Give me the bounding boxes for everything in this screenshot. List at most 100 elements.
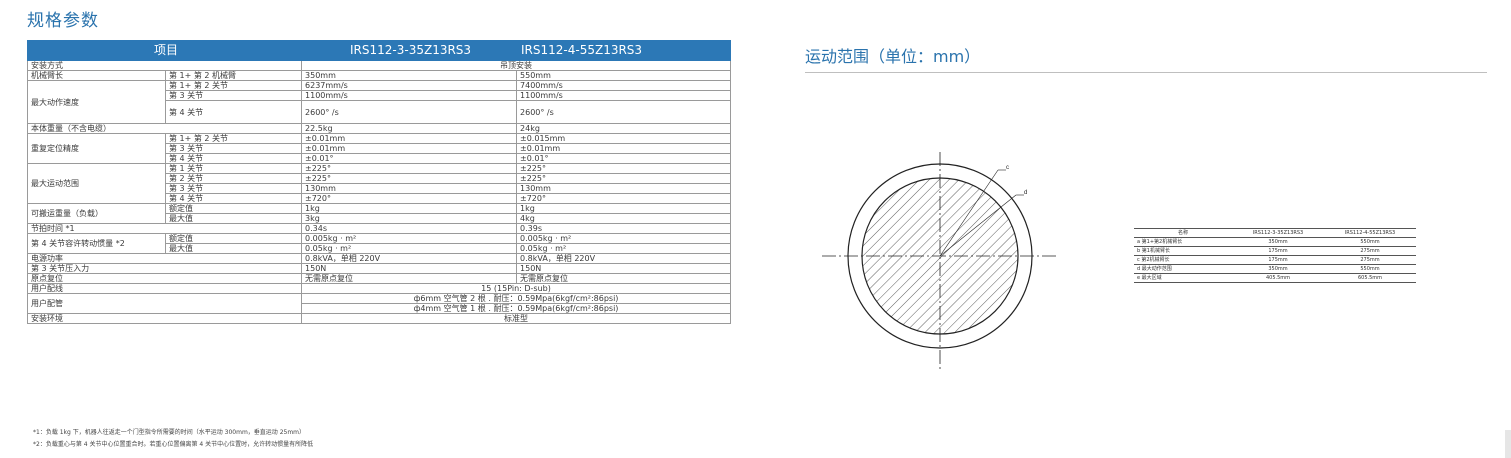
row-label: 电源功率 [26, 253, 303, 264]
cell-value: 22.5kg [301, 123, 518, 134]
cell-value: ±0.01mm [301, 143, 518, 154]
dimensions-table: 名称 IRS112-3-35Z13RS3 IRS112-4-55Z13RS3 a… [1134, 228, 1416, 283]
table-row: 第 4 关节 2600° /s 2600° /s [28, 100, 732, 124]
dims-cell: 350mm [1232, 237, 1324, 247]
cell-value: ±225° [301, 163, 518, 174]
cell-value: 350mm [301, 70, 518, 81]
cell-value: 130mm [301, 183, 518, 194]
table-row: 安装环境 标准型 [26, 313, 732, 324]
row-label: 第 3 关节压入力 [26, 263, 303, 274]
cell-value: 1100mm/s [516, 90, 732, 101]
table-row: 安装方式 吊顶安装 [26, 60, 732, 71]
cell-value: ±720° [301, 193, 518, 204]
dims-row: c 第2机械臂长 175mm 275mm [1134, 255, 1416, 265]
row-sublabel: 额定值 [164, 203, 303, 214]
table-row: 重复定位精度 第 1+ 第 2 关节 ±0.01mm ±0.015mm [27, 133, 732, 164]
cell-value: 0.05kg · m² [301, 243, 518, 254]
dims-cell: 175mm [1232, 246, 1324, 256]
cell-value: ±225° [516, 173, 732, 184]
row-label: 本体重量（不含电缆） [26, 123, 303, 134]
cell-value: 吊顶安装 [301, 60, 732, 71]
dims-cell: 605.5mm [1324, 273, 1416, 283]
header-model-a: IRS112-3-35Z13RS3 [301, 40, 518, 61]
cell-value: 6237mm/s [301, 80, 518, 91]
table-row: 用户配管 ф6mm 空气管 2 根 . 耐压：0.59Mpa(6kgf/cm²:… [26, 293, 732, 314]
table-row: 机械臂长 第 1+ 第 2 机械臂 350mm 550mm [27, 70, 732, 81]
dims-header-cell: IRS112-4-55Z13RS3 [1324, 228, 1416, 238]
row-label: 安装方式 [26, 60, 303, 71]
cell-value: ф6mm 空气管 2 根 . 耐压：0.59Mpa(6kgf/cm²:86psi… [301, 293, 732, 304]
dims-cell: 275mm [1324, 246, 1416, 256]
table-row: 第 3 关节压入力 150N 150N [26, 263, 732, 274]
cell-value: ±0.01mm [516, 143, 732, 154]
row-sublabel: 额定值 [164, 233, 303, 244]
cell-value: 0.005kg · m² [301, 233, 518, 244]
cell-value: 2600° /s [301, 100, 518, 124]
spec-header-row: 项目 IRS112-3-35Z13RS3 IRS112-4-55Z13RS3 [26, 40, 732, 61]
cell-value: 1100mm/s [301, 90, 518, 101]
dims-cell: d 最大动作范围 [1134, 264, 1232, 274]
cell-value: 130mm [516, 183, 732, 194]
dims-cell: 275mm [1324, 255, 1416, 265]
row-sublabel: 最大值 [164, 213, 303, 224]
cell-value: 2600° /s [516, 100, 732, 124]
table-row: 最大运动范围 第 1 关节 ±225° ±225° [27, 163, 732, 204]
cell-value: 550mm [516, 70, 732, 81]
cell-value: 0.005kg · m² [516, 233, 732, 244]
row-label: 第 4 关节容许转动惯量 *2 [27, 233, 166, 254]
leader-line-c [939, 169, 999, 257]
cell-value: 0.39s [516, 223, 732, 234]
row-sublabel: 第 1 关节 [164, 163, 303, 174]
row-sublabel: 第 1+ 第 2 关节 [164, 80, 303, 91]
page-title: 规格参数 [27, 11, 99, 31]
table-row: 节拍时间 *1 0.34s 0.39s [26, 223, 732, 234]
cell-value: 无需原点复位 [301, 273, 518, 284]
dims-cell: a 第1+第2机械臂长 [1134, 237, 1232, 247]
cell-value: 0.8kVA，单相 220V [301, 253, 518, 264]
row-label: 可搬运重量（负载） [27, 203, 166, 224]
row-sublabel: 第 1+ 第 2 关节 [164, 133, 303, 144]
scrollbar-tab[interactable] [1505, 430, 1511, 458]
row-label: 安装环境 [26, 313, 303, 324]
range-title: 运动范围（单位：mm） [805, 47, 981, 66]
cell-value: ±225° [516, 163, 732, 174]
cell-value: 7400mm/s [516, 80, 732, 91]
dims-row: a 第1+第2机械臂长 350mm 550mm [1134, 237, 1416, 247]
cell-value: ±0.01° [516, 153, 732, 164]
motion-range-diagram: c d [822, 152, 1058, 370]
spec-table: 项目 IRS112-3-35Z13RS3 IRS112-4-55Z13RS3 安… [26, 40, 732, 324]
dims-header-cell: IRS112-3-35Z13RS3 [1232, 228, 1324, 238]
row-label: 重复定位精度 [27, 133, 166, 164]
cell-value: 24kg [516, 123, 732, 134]
divider [805, 72, 1487, 73]
leader-line-d [939, 194, 1017, 257]
table-row: 原点复位 无需原点复位 无需原点复位 [26, 273, 732, 284]
dims-cell: e 最大区域 [1134, 273, 1232, 283]
dims-row: e 最大区域 405.5mm 605.5mm [1134, 273, 1416, 283]
label-c: c [1006, 165, 1009, 171]
footnote-2: *2：负载重心与第 4 关节中心位置重合时。若重心位置偏离第 4 关节中心位置时… [33, 441, 314, 448]
cell-value: ±720° [516, 193, 732, 204]
cell-value: 标准型 [301, 313, 732, 324]
table-row: 第 4 关节容许转动惯量 *2 额定值 0.005kg · m² 0.005kg… [27, 233, 732, 254]
row-sublabel: 最大值 [164, 243, 303, 254]
cell-value: 150N [301, 263, 518, 274]
row-label: 节拍时间 *1 [26, 223, 303, 234]
table-row: 可搬运重量（负载） 额定值 1kg 1kg [27, 203, 732, 224]
row-label: 用户配管 [26, 293, 303, 314]
dims-cell: 550mm [1324, 237, 1416, 247]
cell-value: ±0.01° [301, 153, 518, 164]
dims-cell: 175mm [1232, 255, 1324, 265]
row-sublabel: 第 3 关节 [164, 143, 303, 154]
row-label: 用户配线 [26, 283, 303, 294]
row-sublabel: 第 1+ 第 2 机械臂 [164, 70, 303, 81]
dims-header-cell: 名称 [1134, 228, 1232, 238]
header-model-b: IRS112-4-55Z13RS3 [516, 40, 732, 61]
row-label: 最大运动范围 [27, 163, 166, 204]
cell-value: 无需原点复位 [516, 273, 732, 284]
cell-value: ±225° [301, 173, 518, 184]
cell-value: 3kg [301, 213, 518, 224]
dims-cell: 405.5mm [1232, 273, 1324, 283]
cell-value: 0.34s [301, 223, 518, 234]
cell-value: ±0.01mm [301, 133, 518, 144]
